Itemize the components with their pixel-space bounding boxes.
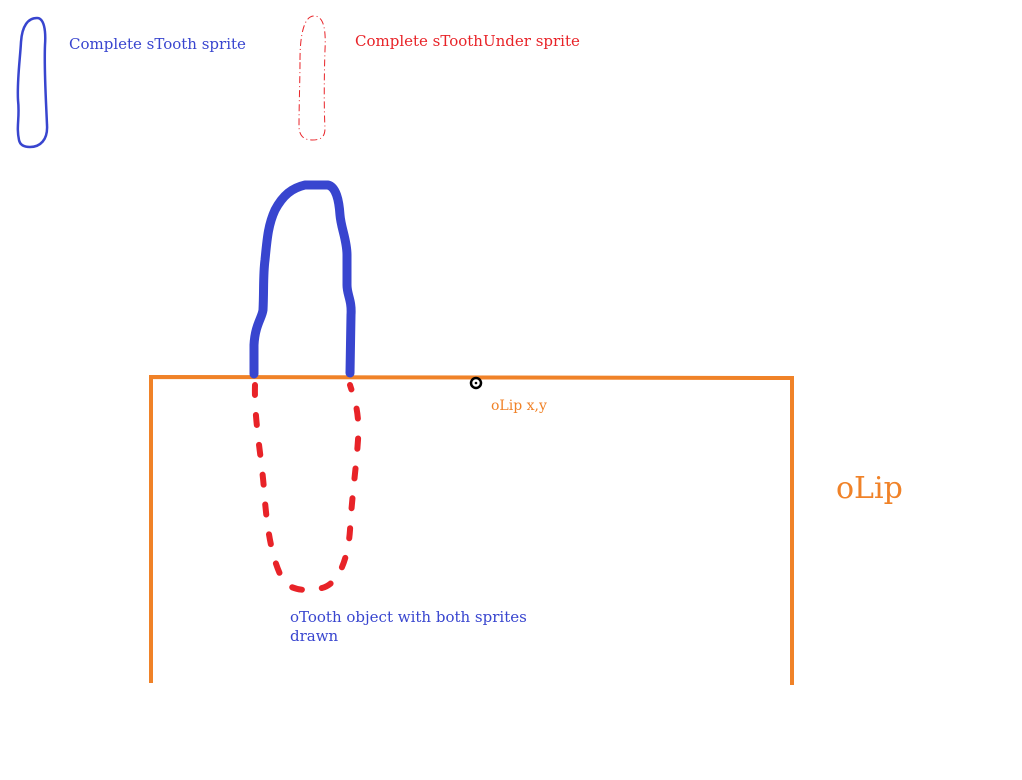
- stoothunder-sprite-shape: [298, 15, 326, 141]
- stooth-sprite-label: Complete sTooth sprite: [69, 35, 246, 53]
- otooth-top-shape: [249, 180, 356, 379]
- olip-label: oLip: [836, 471, 903, 506]
- otooth-object-label: oTooth object with both sprites drawn: [290, 608, 527, 645]
- olip-shape: [149, 374, 794, 685]
- stooth-sprite-shape: [16, 16, 49, 149]
- otooth-under-shape: [251, 382, 362, 593]
- olip-xy-label: oLip x,y: [491, 398, 547, 414]
- olip-origin-dot: [474, 381, 478, 385]
- stoothunder-sprite-label: Complete sToothUnder sprite: [355, 32, 580, 50]
